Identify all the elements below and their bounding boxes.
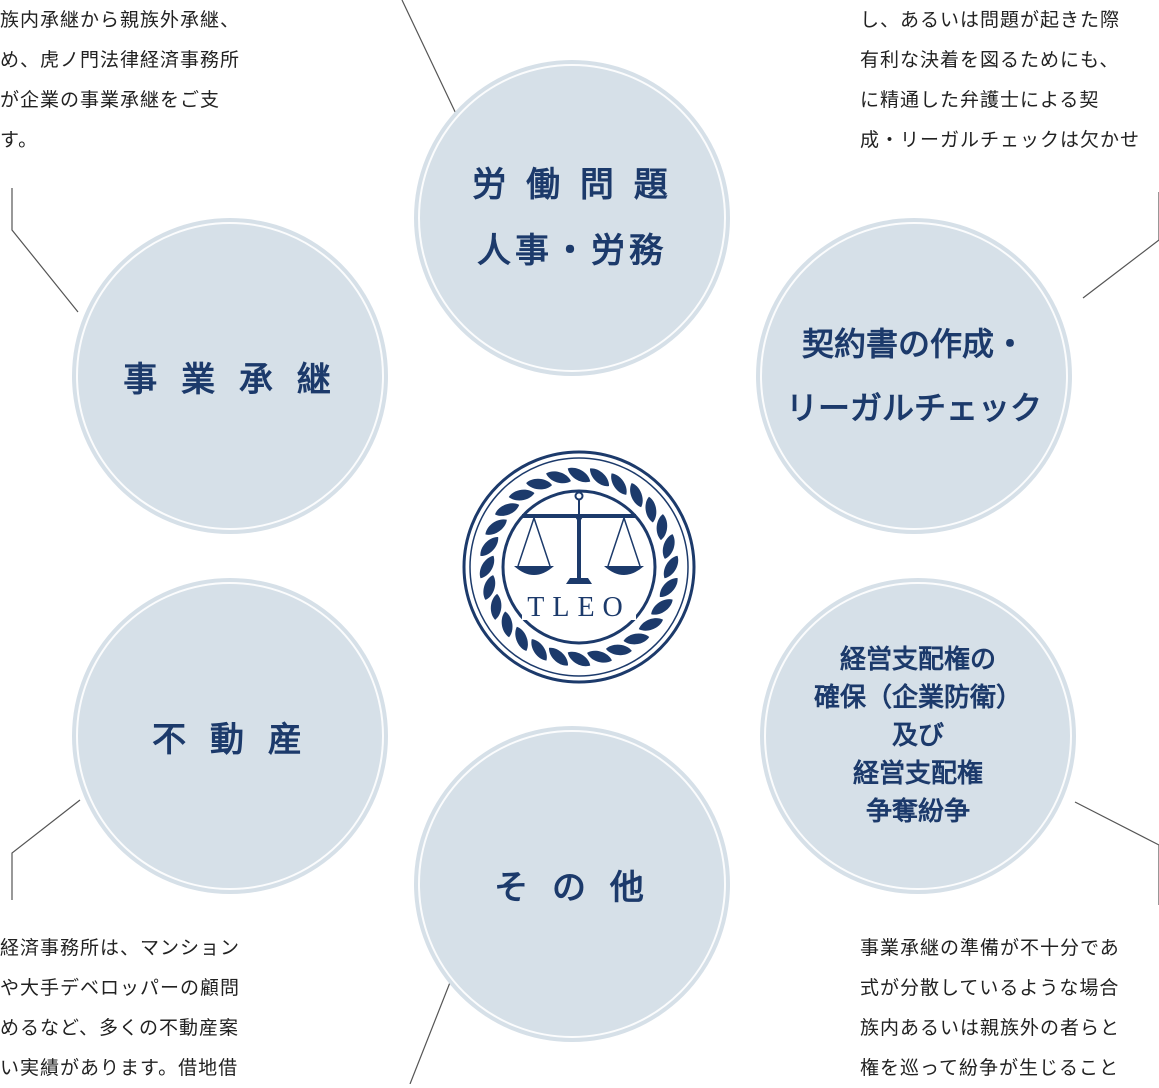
- label-line: 契約書の作成・: [801, 325, 1026, 363]
- tleo-logo: TLEO: [462, 450, 696, 684]
- paragraph-line: 式が分散しているような場合: [860, 977, 1120, 999]
- connector-line-right-upper: [1082, 192, 1159, 299]
- label-line: 争奪紛争: [865, 797, 970, 827]
- logo-text: TLEO: [527, 592, 631, 623]
- label-line: 労 働 問 題: [472, 165, 672, 205]
- circle-sonota[interactable]: そ の 他: [414, 726, 730, 1042]
- label-line: 経営支配権: [852, 759, 983, 789]
- label-line: 経営支配権の: [839, 645, 996, 675]
- circle-keiyaku[interactable]: 契約書の作成・ リーガルチェック: [756, 218, 1072, 534]
- paragraph-top-right: し、あるいは問題が起きた際 有利な決着を図るためにも、 に精通した弁護士による契…: [860, 0, 1140, 160]
- label-line: 及び: [891, 721, 944, 751]
- circle-label: 事 業 承 継: [123, 352, 337, 401]
- paragraph-line: 有利な決着を図るためにも、: [860, 49, 1120, 71]
- paragraph-line: 権を巡って紛争が生じること: [860, 1057, 1120, 1079]
- label-line: 不 動 産: [152, 719, 308, 760]
- circle-jigyou[interactable]: 事 業 承 継: [72, 218, 388, 534]
- circle-label: 契約書の作成・ リーガルチェック: [786, 312, 1042, 440]
- circle-roudou[interactable]: 労 働 問 題 人事・労務: [414, 60, 730, 376]
- paragraph-top-left: 族内承継から親族外承継、 め、虎ノ門法律経済事務所 が企業の事業承継をご支 す。: [0, 0, 240, 160]
- paragraph-line: 族内あるいは親族外の者らと: [860, 1017, 1121, 1039]
- paragraph-line: 事業承継の準備が不十分であ: [860, 937, 1120, 959]
- paragraph-line: や大手デベロッパーの顧問: [0, 977, 241, 999]
- paragraph-line: し、あるいは問題が起きた際: [860, 9, 1121, 31]
- paragraph-bottom-left: 経済事務所は、マンション や大手デベロッパーの顧問 めるなど、多くの不動産案 い…: [0, 928, 240, 1088]
- paragraph-line: めるなど、多くの不動産案: [0, 1017, 240, 1039]
- connector-line-right-lower: [1074, 801, 1159, 905]
- label-line: リーガルチェック: [785, 389, 1042, 427]
- paragraph-line: 経済事務所は、マンション: [0, 937, 241, 959]
- label-line: そ の 他: [494, 867, 650, 908]
- circle-label: 不 動 産: [152, 712, 308, 761]
- label-line: 人事・労務: [476, 231, 667, 271]
- paragraph-line: に精通した弁護士による契: [860, 89, 1100, 111]
- connector-line-top: [401, 0, 459, 119]
- circle-fudousan[interactable]: 不 動 産: [72, 578, 388, 894]
- paragraph-line: す。: [0, 129, 39, 151]
- connector-line-bottom-left: [11, 799, 81, 900]
- label-line: 事 業 承 継: [123, 359, 337, 400]
- circle-label: 経営支配権の 確保（企業防衛） 及び 経営支配権 争奪紛争: [814, 641, 1022, 831]
- paragraph-line: 族内承継から親族外承継、: [0, 9, 241, 31]
- circle-label: そ の 他: [494, 860, 650, 909]
- paragraph-line: 成・リーガルチェックは欠かせ: [860, 129, 1141, 151]
- paragraph-bottom-right: 事業承継の準備が不十分であ 式が分散しているような場合 族内あるいは親族外の者ら…: [860, 928, 1120, 1088]
- paragraph-line: が企業の事業承継をご支: [0, 89, 221, 111]
- circle-keiei[interactable]: 経営支配権の 確保（企業防衛） 及び 経営支配権 争奪紛争: [760, 578, 1076, 894]
- paragraph-line: い実績があります。借地借: [0, 1057, 239, 1079]
- circle-label: 労 働 問 題 人事・労務: [472, 152, 672, 284]
- connector-line-top-left: [11, 188, 79, 313]
- label-line: 確保（企業防衛）: [813, 683, 1022, 713]
- paragraph-line: め、虎ノ門法律経済事務所: [0, 49, 241, 71]
